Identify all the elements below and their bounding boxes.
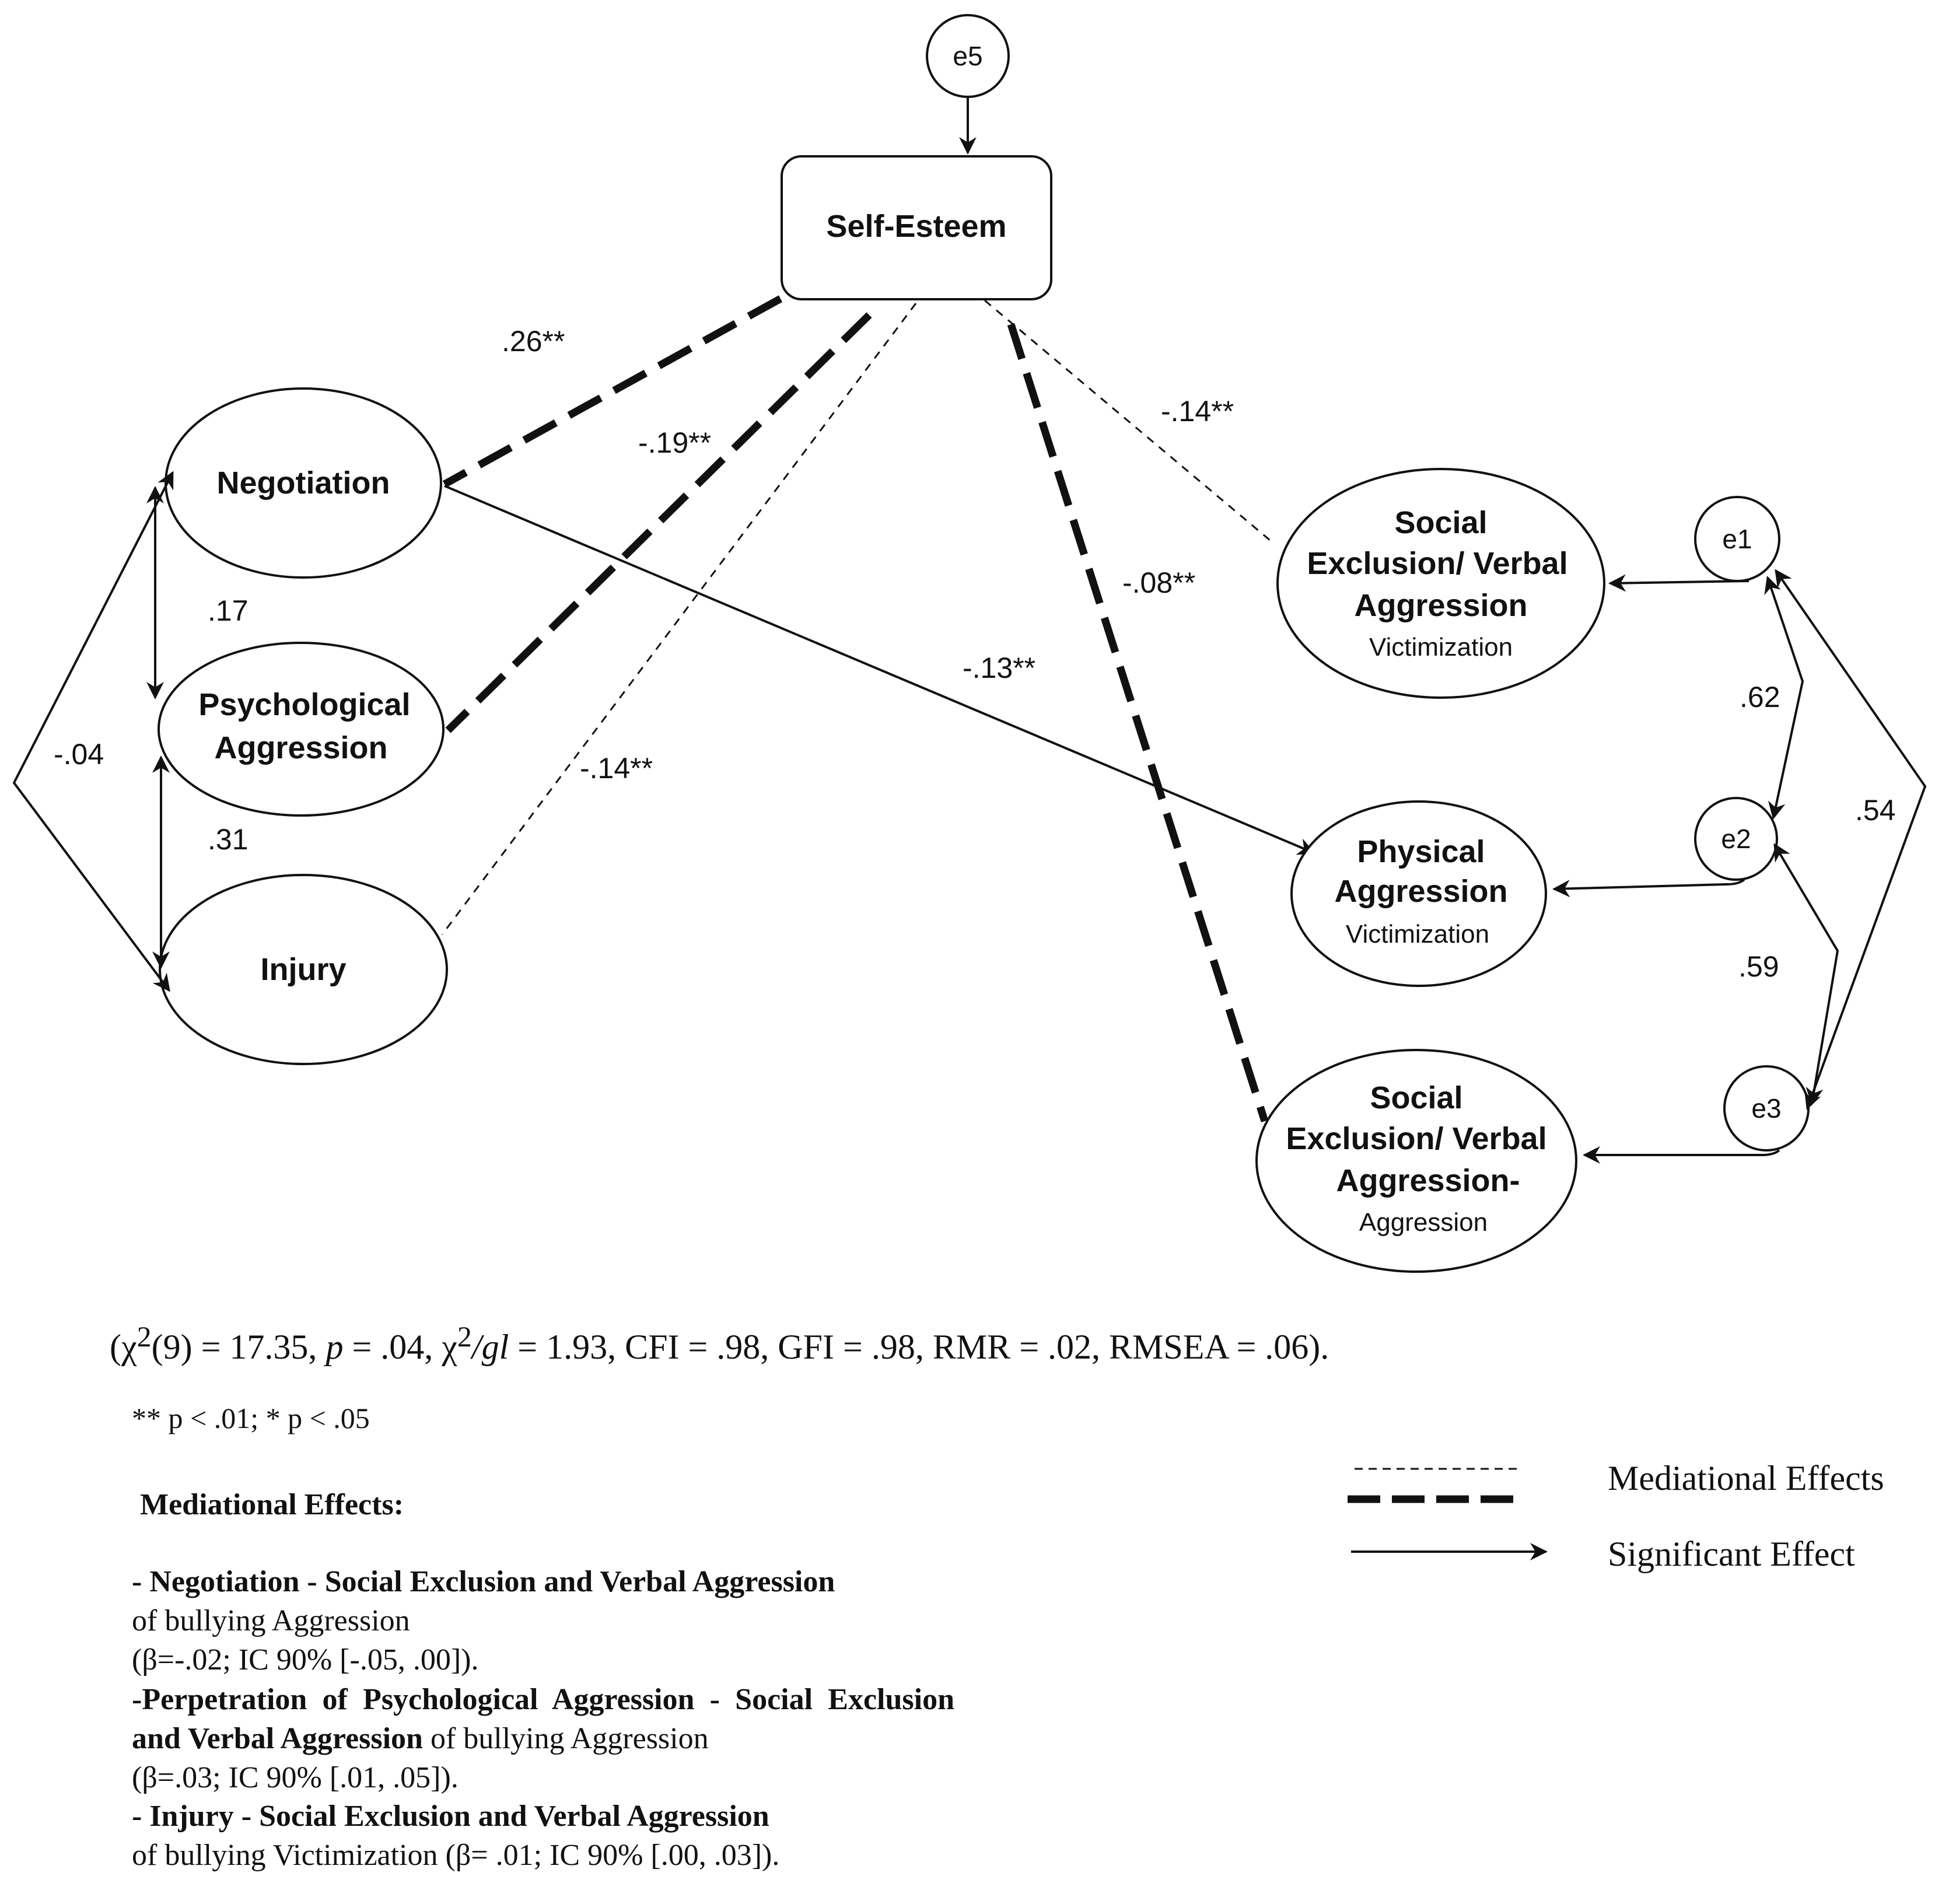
- node-psych-label-1: Psychological: [198, 687, 410, 722]
- coef-e2-e3: .59: [1738, 950, 1779, 983]
- cov-negotiation-injury: [12, 471, 174, 992]
- node-sev-victimization: [1276, 468, 1605, 699]
- path-se-negotiation: [442, 295, 783, 488]
- node-sev-victim-label-1: Social: [1394, 505, 1487, 540]
- node-phys-sub: Victimization: [1346, 920, 1489, 949]
- coef-se-injury: -.14**: [580, 752, 653, 785]
- node-sev-aggr-label-3: Aggression-: [1336, 1163, 1520, 1198]
- e2-to-physical-arrow: [1552, 878, 1745, 898]
- coef-e1-e3: .54: [1855, 794, 1896, 827]
- node-physical-aggression: [1290, 800, 1547, 987]
- coef-e1-e2: .62: [1740, 681, 1780, 713]
- node-sev-aggr-label-1: Social: [1370, 1080, 1462, 1115]
- coef-neg-psych: .17: [208, 594, 249, 627]
- path-se-sev-victim: [984, 299, 1275, 545]
- coef-negotiation-phys: -.13**: [963, 652, 1035, 684]
- path-se-injury: [441, 303, 917, 935]
- coef-se-sev-aggr: -.08**: [1122, 566, 1195, 599]
- error-label-e2: e2: [1721, 824, 1751, 854]
- cov-e2-e3: [1773, 843, 1839, 1105]
- coef-se-negotiation: .26**: [502, 325, 565, 358]
- node-self-esteem-label: Self-Esteem: [826, 209, 1006, 244]
- path-se-psych: [445, 312, 872, 733]
- coef-psych-injury: .31: [208, 823, 249, 856]
- node-sev-victim-label-2: Exclusion/ Verbal: [1307, 546, 1567, 581]
- node-negotiation-label: Negotiation: [217, 466, 390, 501]
- node-injury-label: Injury: [260, 952, 346, 987]
- error-label-e3: e3: [1751, 1093, 1781, 1124]
- node-psych-label-2: Aggression: [214, 730, 387, 765]
- coef-se-psych: -.19**: [638, 426, 711, 459]
- coef-se-sev-victim: -.14**: [1161, 395, 1234, 428]
- node-sev-victim-sub: Victimization: [1369, 633, 1513, 662]
- node-sev-aggr-label-2: Exclusion/ Verbal: [1286, 1121, 1546, 1156]
- error-label-e1: e1: [1722, 524, 1752, 554]
- e1-to-sev-victim-arrow: [1608, 574, 1749, 592]
- path-se-sev-aggr: [1007, 323, 1269, 1122]
- error-label-e5: e5: [953, 41, 982, 71]
- node-sev-victim-label-3: Aggression: [1354, 588, 1527, 623]
- node-sev-aggression: [1255, 1049, 1577, 1273]
- node-phys-label-1: Physical: [1357, 834, 1485, 869]
- cov-e1-e3: [1775, 569, 1927, 1110]
- node-psychological-aggression: [158, 642, 445, 817]
- node-sev-aggr-sub: Aggression: [1359, 1208, 1488, 1237]
- e3-to-sev-aggr-arrow: [1583, 1146, 1780, 1164]
- coef-neg-injury: -.04: [54, 738, 104, 771]
- path-negotiation-physical: [444, 485, 1315, 855]
- node-self-esteem-box: [781, 155, 1052, 300]
- node-phys-label-2: Aggression: [1334, 874, 1507, 909]
